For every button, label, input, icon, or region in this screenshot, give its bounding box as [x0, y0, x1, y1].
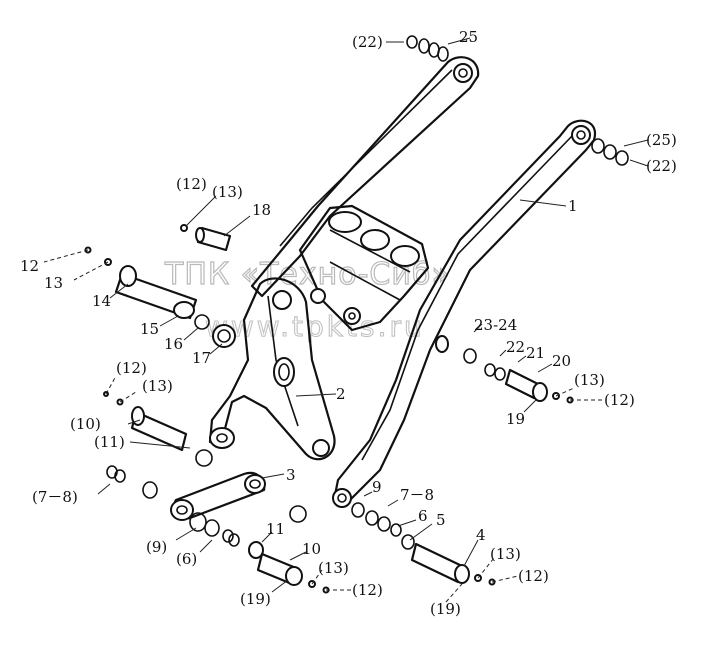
label-5: 5 — [436, 511, 446, 529]
label-12-bottom-right: (12) — [518, 567, 549, 585]
label-11-left: (11) — [94, 433, 125, 451]
pin-14 — [84, 246, 198, 320]
right-top-pin-stack — [591, 138, 629, 166]
pin-10-bottom — [248, 541, 330, 594]
label-6-left: (6) — [176, 550, 197, 568]
label-18: 18 — [252, 201, 271, 219]
left-boom-arm — [250, 56, 480, 298]
part-labels: (22) 25 (25) (22) 1 (12) (13) 18 12 13 1… — [20, 28, 677, 618]
label-22-mid: 22 — [506, 338, 525, 356]
label-25-top: 25 — [459, 28, 478, 46]
label-2: 2 — [336, 385, 346, 403]
right-boom-arm — [332, 119, 597, 508]
label-14: 14 — [92, 292, 111, 310]
label-7-8-left: (7－8) — [32, 488, 78, 506]
label-13-upper: (13) — [212, 183, 243, 201]
bushings-15-17 — [173, 301, 236, 348]
label-12-left: 12 — [20, 257, 39, 275]
label-17: 17 — [192, 349, 211, 367]
label-20: 20 — [552, 352, 571, 370]
pin-20-stack — [435, 335, 574, 404]
label-19-mid: 19 — [506, 410, 525, 428]
label-6-right: 6 — [418, 507, 428, 525]
label-12-right-mid: (12) — [604, 391, 635, 409]
label-21: 21 — [526, 344, 545, 362]
label-10-bottom: 10 — [302, 540, 321, 558]
label-19-bottom-right: (19) — [430, 600, 461, 618]
bushings-9-6-left — [189, 512, 240, 547]
label-22-right: (22) — [646, 157, 677, 175]
label-12-bottom: (12) — [352, 581, 383, 599]
label-7-8-right: 7－8 — [400, 486, 434, 504]
label-23-24: 23-24 — [474, 316, 517, 334]
rocker-lever — [208, 277, 336, 461]
label-16: 16 — [164, 335, 183, 353]
label-19-bottom-left: (19) — [240, 590, 271, 608]
label-1: 1 — [568, 197, 578, 215]
label-13-bottom: (13) — [318, 559, 349, 577]
label-15: 15 — [140, 320, 159, 338]
link-rod — [170, 471, 266, 521]
label-12-mid-left: (12) — [116, 359, 147, 377]
label-22-top: (22) — [352, 33, 383, 51]
pin-18 — [180, 224, 232, 252]
label-13-left: 13 — [44, 274, 63, 292]
pin-4-stack — [351, 502, 496, 586]
label-25-right: (25) — [646, 131, 677, 149]
label-3: 3 — [286, 466, 296, 484]
label-12-upper: (12) — [176, 175, 207, 193]
pin-10-left — [103, 391, 307, 523]
label-10-left: (10) — [70, 415, 101, 433]
label-9-left: (9) — [146, 538, 167, 556]
top-pin-stack — [406, 35, 449, 62]
label-13-right-mid: (13) — [574, 371, 605, 389]
watermark-url: www.tpkts.ru — [205, 310, 425, 343]
label-11-bottom: 11 — [266, 520, 285, 538]
cross-tube — [298, 204, 430, 332]
label-13-bottom-right: (13) — [490, 545, 521, 563]
leader-lines — [43, 37, 649, 603]
label-4: 4 — [476, 526, 486, 544]
label-13-mid-left: (13) — [142, 377, 173, 395]
label-9-right: 9 — [372, 478, 382, 496]
